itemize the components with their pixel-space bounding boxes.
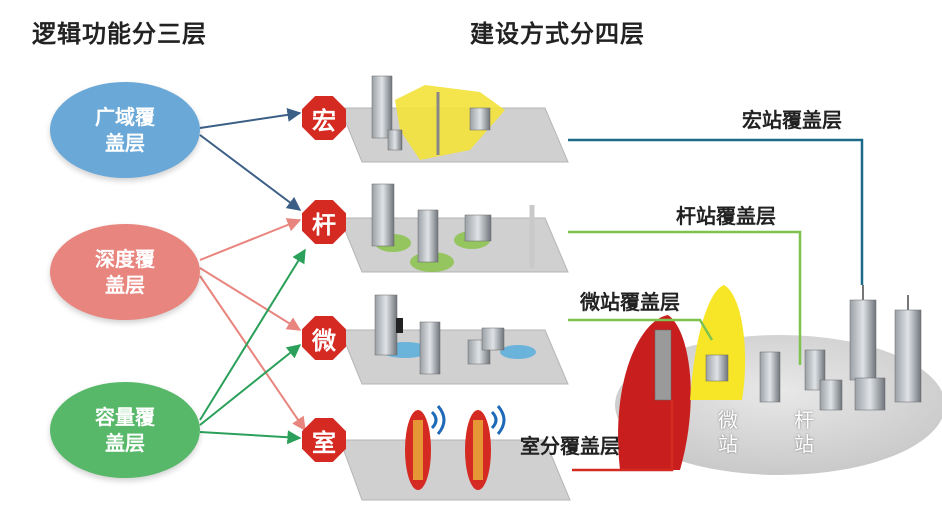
arrow-deep-to-micro <box>199 267 302 331</box>
arrow-wide-to-macro <box>199 107 302 129</box>
capacity-coverage-layer: 容量覆 盖层 <box>50 382 200 478</box>
micro-tall-building <box>374 294 398 356</box>
city-house <box>854 377 886 411</box>
macro-layer-badge: 宏 <box>302 96 346 140</box>
deep-coverage-label-2: 盖层 <box>105 273 145 297</box>
city-building-1 <box>759 351 781 403</box>
deep-coverage-layer: 深度覆 盖层 <box>50 224 200 320</box>
indoor-signal-icon-1 <box>430 405 446 435</box>
pole-site-label: 杆站 <box>794 408 814 456</box>
micro-layer-badge: 微 <box>302 316 346 360</box>
indoor-layer-label: 室分覆盖层 <box>520 434 620 458</box>
arrow-deep-to-indoor <box>199 275 306 432</box>
pole-layer-label: 杆站覆盖层 <box>676 204 776 228</box>
micro-platform <box>339 329 569 385</box>
micro-blue-patch-2 <box>500 345 536 359</box>
indoor-antenna-core-2 <box>473 420 483 480</box>
wide-coverage-label-2: 盖层 <box>105 131 145 155</box>
city-tower-2 <box>894 309 922 403</box>
pole-layer-badge: 杆 <box>302 200 346 244</box>
macro-connector-line <box>568 138 864 285</box>
indoor-cone-building <box>654 329 672 401</box>
indoor-antenna-core-1 <box>413 420 423 480</box>
pole-connector-line <box>568 230 802 365</box>
deep-coverage-label-1: 深度覆 <box>95 247 155 271</box>
logical-layers-title: 逻辑功能分三层 <box>32 20 207 48</box>
capacity-coverage-label-2: 盖层 <box>105 431 145 455</box>
arrow-capacity-to-micro <box>199 344 302 426</box>
wide-coverage-label-1: 广域覆 <box>95 105 155 129</box>
micro-coverage-cone <box>690 285 746 400</box>
city-tower-1 <box>849 299 877 381</box>
pole-house <box>464 214 492 242</box>
macro-small-building <box>387 129 403 151</box>
indoor-coverage-cone <box>618 315 691 470</box>
micro-mid-building <box>419 321 441 375</box>
pole-tall-building <box>371 183 395 247</box>
macro-house <box>469 107 491 131</box>
micro-connector-line <box>568 318 714 341</box>
arrow-deep-to-pole <box>199 218 302 261</box>
arrow-wide-to-pole <box>199 134 302 211</box>
indoor-connector-line <box>572 400 674 472</box>
micro-cone-building <box>705 354 729 382</box>
indoor-layer-badge: 室 <box>302 418 346 462</box>
macro-tall-building <box>371 75 393 139</box>
micro-radio-unit <box>396 318 403 333</box>
indoor-signal-icon-2 <box>490 405 506 435</box>
construction-layers-title: 建设方式分四层 <box>470 20 645 48</box>
micro-layer-label: 微站覆盖层 <box>580 290 680 314</box>
arrow-capacity-to-indoor <box>199 430 302 445</box>
micro-site-label: 微站 <box>718 408 738 456</box>
arrow-capacity-to-pole <box>199 248 306 421</box>
city-building-3 <box>819 379 843 411</box>
capacity-coverage-label-1: 容量覆 <box>95 405 155 429</box>
wide-coverage-layer: 广域覆 盖层 <box>50 82 200 178</box>
macro-coverage-area <box>395 85 505 160</box>
micro-house-2 <box>481 327 505 351</box>
pole-mid-building <box>417 209 439 263</box>
macro-layer-label: 宏站覆盖层 <box>742 108 842 132</box>
